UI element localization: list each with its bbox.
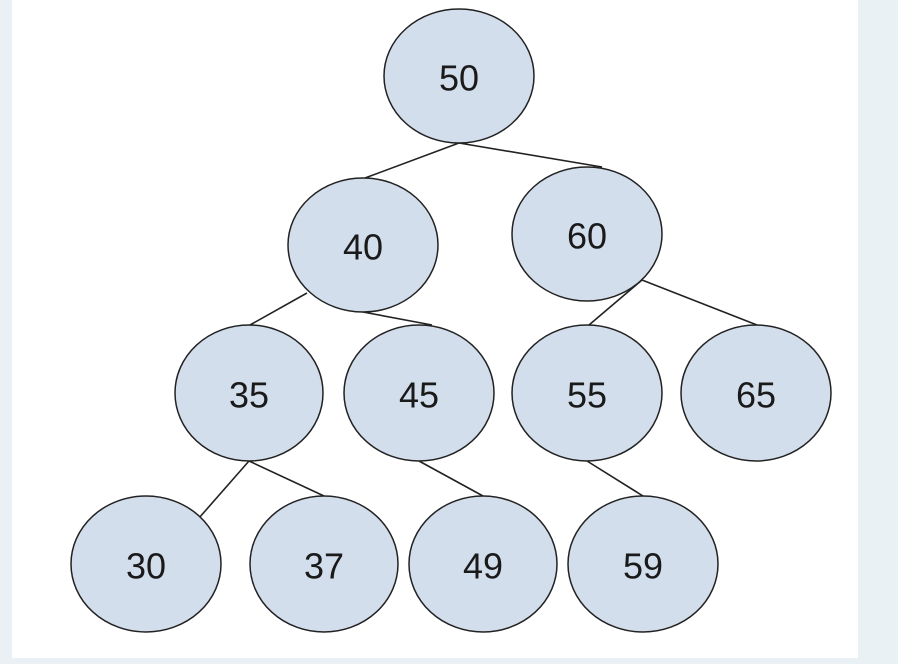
node-circle	[174, 324, 324, 462]
nodes-layer: 50 40 60 35 45 55 65 30 37 49 59	[70, 8, 832, 633]
diagram-canvas: 50 40 60 35 45 55 65 30 37 49 59	[12, 0, 858, 658]
tree-node-30: 30	[70, 495, 222, 633]
edge-50-40	[364, 142, 460, 179]
node-label: 50	[439, 58, 479, 99]
node-circle	[680, 324, 832, 462]
edge-40-35	[249, 292, 308, 326]
node-circle	[383, 8, 535, 144]
node-label: 30	[126, 546, 166, 587]
node-label: 45	[399, 375, 439, 416]
node-label: 55	[567, 375, 607, 416]
tree-node-45: 45	[343, 324, 495, 462]
bottom-strip	[0, 658, 898, 664]
tree-node-49: 49	[408, 495, 558, 633]
edge-35-30	[198, 460, 250, 519]
node-label: 65	[736, 375, 776, 416]
tree-node-65: 65	[680, 324, 832, 462]
node-circle	[343, 324, 495, 462]
node-circle	[408, 495, 558, 633]
edge-40-45	[362, 311, 433, 326]
edge-55-59	[586, 460, 644, 497]
node-circle	[511, 324, 663, 462]
tree-node-35: 35	[174, 324, 324, 462]
binary-tree-diagram: 50 40 60 35 45 55 65 30 37 49 59	[70, 8, 832, 633]
tree-node-60: 60	[511, 166, 663, 302]
node-circle	[511, 166, 663, 302]
node-circle	[287, 177, 439, 313]
tree-node-37: 37	[249, 495, 399, 633]
tree-node-50: 50	[383, 8, 535, 144]
edge-35-37	[248, 460, 325, 497]
edges-layer	[198, 142, 758, 519]
node-circle	[70, 495, 222, 633]
node-label: 40	[343, 227, 383, 268]
node-circle	[249, 495, 399, 633]
tree-node-55: 55	[511, 324, 663, 462]
node-circle	[567, 495, 719, 633]
edge-50-60	[458, 142, 603, 168]
edge-45-49	[418, 460, 484, 497]
node-label: 49	[463, 546, 503, 587]
tree-node-40: 40	[287, 177, 439, 313]
node-label: 37	[304, 546, 344, 587]
node-label: 59	[623, 546, 663, 587]
node-label: 60	[567, 216, 607, 257]
edge-60-65	[641, 279, 758, 326]
tree-node-59: 59	[567, 495, 719, 633]
node-label: 35	[229, 375, 269, 416]
